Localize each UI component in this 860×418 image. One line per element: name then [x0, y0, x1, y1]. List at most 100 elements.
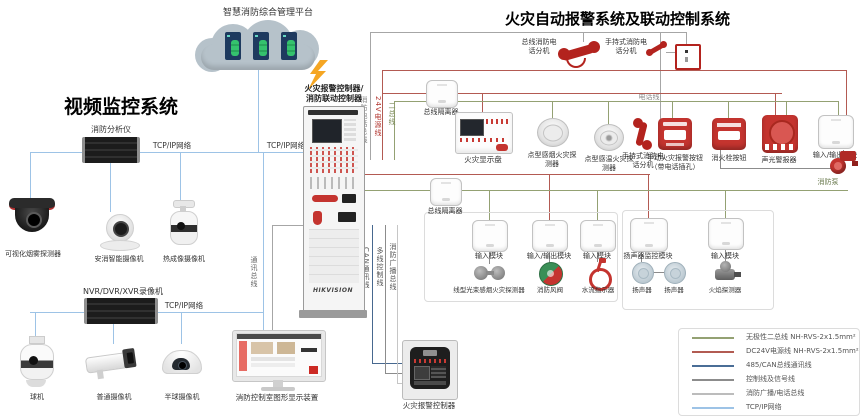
cabinet-switch-row [310, 177, 358, 189]
wire-drop-domecam [110, 152, 111, 212]
water-flow-indicator-label: 水流指示器 [581, 286, 615, 294]
wire-broadcast-v [397, 225, 398, 383]
legend-box [678, 328, 860, 416]
analyzer-label: 消防分析仪 [91, 125, 131, 134]
legend-swatch [692, 407, 734, 409]
legend-item: 控制线及信号线 [678, 374, 858, 386]
input-module-1-label: 输入模块 [475, 252, 503, 260]
input-module-2 [580, 220, 616, 252]
bus-isolator-1-label: 总线隔离器 [423, 108, 459, 116]
input-module-2-label: 输入模块 [583, 252, 611, 260]
wire-drop-bullet [113, 312, 114, 344]
wire-2bus-top [394, 101, 838, 102]
wire-speaker-link [653, 272, 664, 273]
wire-24v-sounder [775, 93, 776, 115]
bus-isolator-2 [430, 178, 462, 206]
heat-detector-icon [594, 124, 624, 151]
wire-2bus-manual [672, 101, 673, 118]
wire-24v-mid [382, 93, 782, 94]
bus-phone-label: 总线消防电话分机 [521, 38, 557, 55]
cabinet-panel-unit [338, 212, 356, 222]
handheld-phone-label: 手持式消防电话分机 [605, 38, 647, 55]
beam-detector-label: 线型光束感烟火灾探测器 [453, 286, 525, 294]
wire-24v-riser [382, 70, 383, 160]
video-section-title: 视频监控系统 [64, 96, 179, 118]
legend-item: 消防广播/电话总线 [678, 388, 858, 400]
wire-speaker-conn [641, 250, 642, 262]
cabinet-label-line1: 火灾报警控制器/ [304, 84, 364, 93]
tcpip-label-2: TCP/IP网络 [266, 141, 306, 150]
tcpip-label-1: TCP/IP网络 [152, 141, 192, 150]
hydrant-button-label: 消火栓按钮 [711, 154, 747, 162]
flame-detector-icon [712, 260, 742, 284]
thermal-camera-label: 热成像摄像机 [163, 255, 205, 263]
wire-24v-speakermod [648, 174, 649, 218]
wire-ctrl-h [720, 168, 843, 169]
cloud-server-icon [281, 32, 297, 60]
wire-drop-ptz [35, 312, 36, 344]
manual-call-point-icon [658, 118, 692, 150]
legend-swatch [692, 337, 734, 339]
fire-alarm-cabinet: HIKVISION [303, 106, 365, 312]
legend-label: 无极性二总线 NH-RVS-2x1.5mm² [746, 333, 856, 341]
wire-2bus-hydrant [728, 101, 729, 118]
wire-2bus-smoke [552, 101, 553, 118]
ptz-label: 球机 [30, 393, 44, 401]
legend-swatch [692, 379, 734, 381]
wire-can-h [372, 363, 402, 364]
bus-isolator-1 [426, 80, 458, 108]
wire-drop-minidome [181, 312, 182, 344]
wire-phonebus-riser [370, 32, 371, 160]
input-module-3 [708, 218, 744, 250]
wire-cloud-down [258, 66, 259, 152]
cloud-server-icon [253, 32, 269, 60]
cloud-title: 智慧消防综合管理平台 [222, 8, 313, 18]
beam-detector-icon [472, 263, 508, 283]
io-module-row1 [818, 115, 854, 149]
cabinet-label: 火灾报警控制器/ 消防联动控制器 [294, 84, 374, 104]
cabinet-blank-slats [309, 229, 359, 283]
cloud-shape [195, 20, 320, 74]
sounder-strobe-icon [762, 115, 798, 153]
wire-multiline-h [385, 373, 402, 374]
can-bus-vlabel: CAN通讯线 [362, 247, 370, 289]
zone-fire-alarm-panel [402, 340, 458, 400]
input-module-3-label: 输入模块 [711, 252, 739, 260]
legend-item: 无极性二总线 NH-RVS-2x1.5mm² [678, 332, 858, 344]
fire-pump-icon [828, 148, 858, 176]
speaker-label-2: 扬声器 [664, 286, 684, 294]
wire-broadcast-h [397, 383, 402, 384]
nvr-recorder [84, 298, 158, 324]
wire-24v-displaypanel [482, 93, 483, 113]
handheld-phone-icon [646, 40, 668, 58]
smoke-detector-label: 点型感烟火灾探测器 [527, 151, 577, 168]
tcpip-label-3: TCP/IP网络 [164, 301, 204, 310]
phone-jack-icon [675, 44, 701, 70]
power-bus-vlabel: 24V电源线 [374, 96, 382, 137]
io-module-row2 [532, 220, 568, 252]
cabinet-screen [312, 119, 342, 143]
io-module-row2-label: 输入/输出模块 [526, 252, 572, 260]
wire-waterflow-conn [597, 250, 598, 262]
legend-label: TCP/IP网络 [746, 403, 782, 411]
legend-item: DC24V电源线 NH-RVS-2x1.5mm² [678, 346, 859, 358]
legend-label: DC24V电源线 NH-RVS-2x1.5mm² [746, 347, 859, 355]
legend-label: 485/CAN总线通讯线 [746, 361, 812, 369]
wire-comm-display [272, 225, 273, 332]
cabinet-keypad [344, 119, 356, 141]
cabinet-nameplate [308, 110, 358, 115]
nvr-label: NVR/DVR/XVR录像机 [83, 287, 163, 296]
mini-dome-label: 半球摄像机 [164, 393, 200, 401]
water-flow-indicator-icon [586, 257, 612, 291]
input-module-1 [472, 220, 508, 252]
wire-drop-smokecam [30, 152, 31, 202]
wire-beam-conn [489, 250, 490, 264]
heat-detector-label: 点型感温火灾探测器 [584, 155, 634, 172]
wire-24v-io2 [549, 174, 550, 220]
fire-damper-icon [539, 262, 563, 286]
multiline-vlabel: 多线控制线 [376, 247, 384, 287]
wire-2bus-input1 [489, 190, 490, 220]
lightning-icon [308, 60, 328, 90]
wire-ctrl-hydrant [720, 150, 721, 168]
